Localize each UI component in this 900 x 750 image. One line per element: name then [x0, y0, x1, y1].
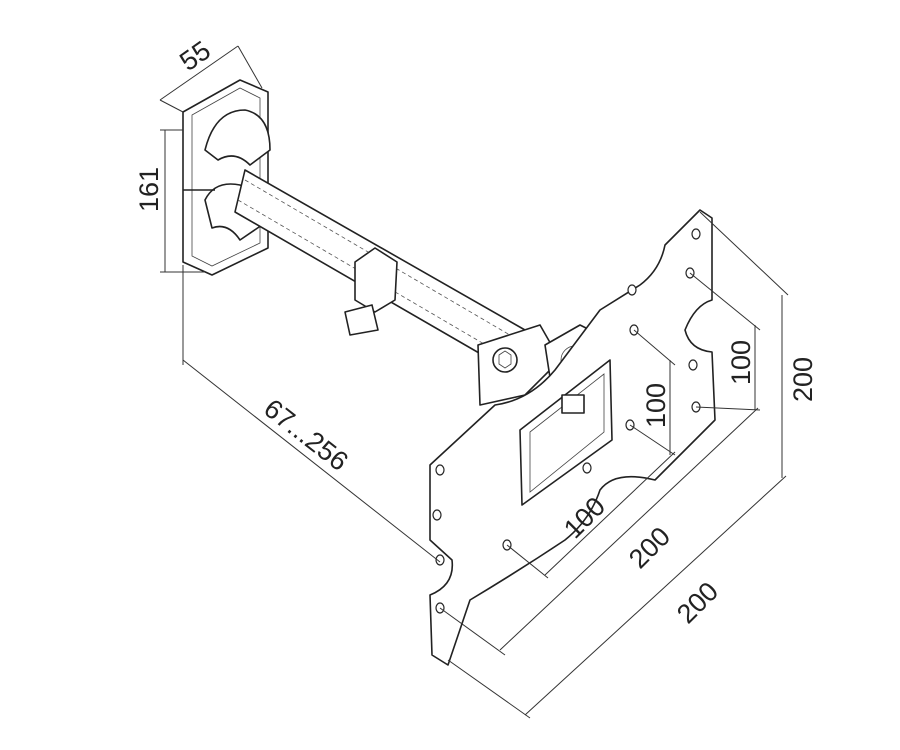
dim-161: 161	[134, 167, 164, 212]
dim-67-256: 67...256	[258, 393, 353, 477]
dim-100-vertical-right: 100	[726, 340, 756, 385]
dim-200-horizontal-inner: 200	[623, 521, 676, 574]
dimension-lines	[159, 45, 789, 719]
dim-100-vertical-inner: 100	[641, 383, 671, 428]
arm	[234, 169, 601, 411]
mount-hole	[691, 228, 701, 240]
dim-200-horizontal: 200	[671, 576, 724, 629]
vesa-plate	[429, 209, 716, 666]
dim-55: 55	[174, 35, 216, 77]
wall-plate	[182, 79, 271, 276]
dim-200-vertical: 200	[788, 357, 818, 402]
